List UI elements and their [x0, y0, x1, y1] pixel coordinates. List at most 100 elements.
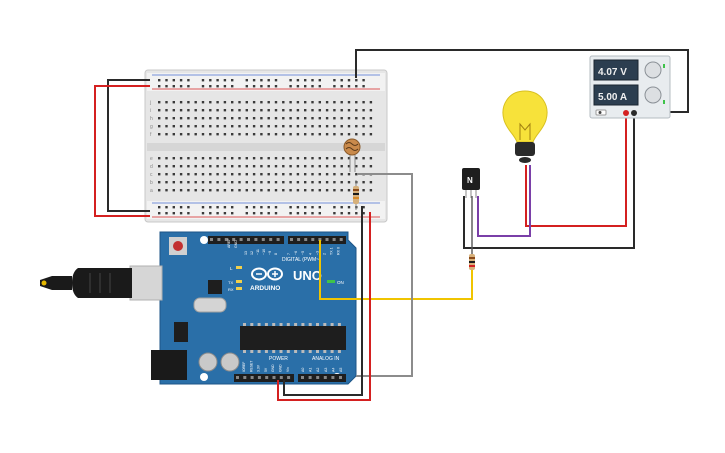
breadboard-hole[interactable] [165, 189, 168, 192]
breadboard-hole[interactable] [333, 181, 336, 184]
breadboard-hole[interactable] [318, 181, 321, 184]
breadboard-hole[interactable] [238, 173, 241, 176]
breadboard-hole[interactable] [311, 189, 314, 192]
breadboard-hole[interactable] [355, 125, 358, 128]
breadboard-hole[interactable] [296, 165, 300, 168]
wire-gray-ldr-to-a0[interactable] [356, 173, 413, 377]
breadboard-hole[interactable] [158, 101, 161, 104]
resistor-icon[interactable] [353, 180, 359, 210]
rail-hole[interactable] [231, 212, 234, 215]
breadboard-hole[interactable] [311, 165, 314, 168]
breadboard-hole[interactable] [245, 165, 248, 168]
breadboard-hole[interactable] [209, 189, 212, 192]
rail-hole[interactable] [201, 212, 205, 215]
rail-hole[interactable] [274, 212, 278, 215]
breadboard-hole[interactable] [194, 165, 197, 168]
breadboard-hole[interactable] [238, 189, 241, 192]
rail-hole[interactable] [231, 79, 234, 82]
breadboard-hole[interactable] [362, 125, 365, 128]
rail-hole[interactable] [304, 79, 307, 82]
rail-hole[interactable] [340, 206, 343, 209]
analog-header[interactable] [298, 374, 346, 382]
breadboard-hole[interactable] [282, 125, 285, 128]
header-pin[interactable] [261, 238, 265, 241]
rail-hole[interactable] [267, 206, 270, 209]
breadboard-hole[interactable] [369, 125, 373, 128]
wire-red-supply-to-bulb[interactable] [525, 112, 627, 227]
rail-hole[interactable] [209, 79, 212, 82]
breadboard-hole[interactable] [311, 101, 314, 104]
breadboard-hole[interactable] [187, 157, 190, 160]
rail-hole[interactable] [179, 79, 183, 82]
rail-hole[interactable] [311, 212, 314, 215]
breadboard-hole[interactable] [179, 189, 183, 192]
bottom-header-pins[interactable] [236, 376, 342, 379]
rail-hole[interactable] [158, 85, 161, 88]
breadboard-hole[interactable] [245, 125, 248, 128]
rail-hole[interactable] [289, 206, 292, 209]
breadboard-hole[interactable] [245, 133, 248, 136]
breadboard-hole[interactable] [325, 133, 329, 136]
breadboard-hole[interactable] [318, 133, 321, 136]
breadboard-hole[interactable] [245, 189, 248, 192]
breadboard-hole[interactable] [347, 173, 351, 176]
rail-hole[interactable] [245, 79, 248, 82]
breadboard-hole[interactable] [289, 133, 292, 136]
dc-power-jack[interactable] [151, 350, 187, 380]
breadboard-hole[interactable] [194, 117, 197, 120]
header-pin[interactable] [254, 238, 258, 241]
header-pin[interactable] [304, 238, 308, 241]
rail-hole[interactable] [347, 212, 351, 215]
breadboard-hole[interactable] [274, 101, 278, 104]
breadboard-hole[interactable] [304, 117, 307, 120]
breadboard-hole[interactable] [223, 117, 227, 120]
breadboard-hole[interactable] [223, 125, 227, 128]
header-pin[interactable] [257, 376, 261, 379]
breadboard-hole[interactable] [187, 165, 190, 168]
header-pin[interactable] [243, 376, 247, 379]
wire-purple-bulb-collector[interactable] [477, 165, 531, 237]
breadboard-hole[interactable] [158, 165, 161, 168]
breadboard-hole[interactable] [369, 181, 373, 184]
breadboard-hole[interactable] [201, 157, 205, 160]
breadboard-hole[interactable] [260, 181, 263, 184]
breadboard-hole[interactable] [260, 165, 263, 168]
breadboard-hole[interactable] [267, 117, 270, 120]
rail-hole[interactable] [311, 79, 314, 82]
breadboard-hole[interactable] [340, 101, 343, 104]
rail-hole[interactable] [187, 212, 190, 215]
header-pin[interactable] [316, 376, 320, 379]
breadboard-hole[interactable] [267, 189, 270, 192]
rail-hole[interactable] [340, 85, 343, 88]
breadboard-hole[interactable] [172, 173, 175, 176]
breadboard-hole[interactable] [194, 157, 197, 160]
breadboard-hole[interactable] [274, 173, 278, 176]
rail-hole[interactable] [252, 212, 256, 215]
breadboard[interactable]: j i h g f e d c b a [144, 69, 388, 223]
breadboard-hole[interactable] [311, 125, 314, 128]
rail-hole[interactable] [216, 79, 219, 82]
rail-hole[interactable] [267, 85, 270, 88]
digital-header-left[interactable] [208, 236, 284, 244]
rail-hole[interactable] [187, 206, 190, 209]
breadboard-hole[interactable] [267, 173, 270, 176]
breadboard-hole[interactable] [158, 157, 161, 160]
header-pin[interactable] [290, 238, 293, 241]
rail-hole[interactable] [296, 206, 300, 209]
breadboard-hole[interactable] [260, 117, 263, 120]
breadboard-hole[interactable] [260, 109, 263, 112]
breadboard-hole[interactable] [340, 133, 343, 136]
resistor-icon[interactable] [469, 254, 475, 270]
header-pin[interactable] [332, 238, 336, 241]
breadboard-hole[interactable] [311, 133, 314, 136]
breadboard-hole[interactable] [172, 109, 175, 112]
rail-hole[interactable] [252, 206, 256, 209]
breadboard-hole[interactable] [333, 165, 336, 168]
breadboard-hole[interactable] [325, 181, 329, 184]
breadboard-hole[interactable] [362, 181, 365, 184]
rail-hole[interactable] [158, 212, 161, 215]
header-pin[interactable] [224, 238, 228, 241]
breadboard-hole[interactable] [333, 173, 336, 176]
breadboard-hole[interactable] [165, 157, 168, 160]
breadboard-hole[interactable] [362, 101, 365, 104]
